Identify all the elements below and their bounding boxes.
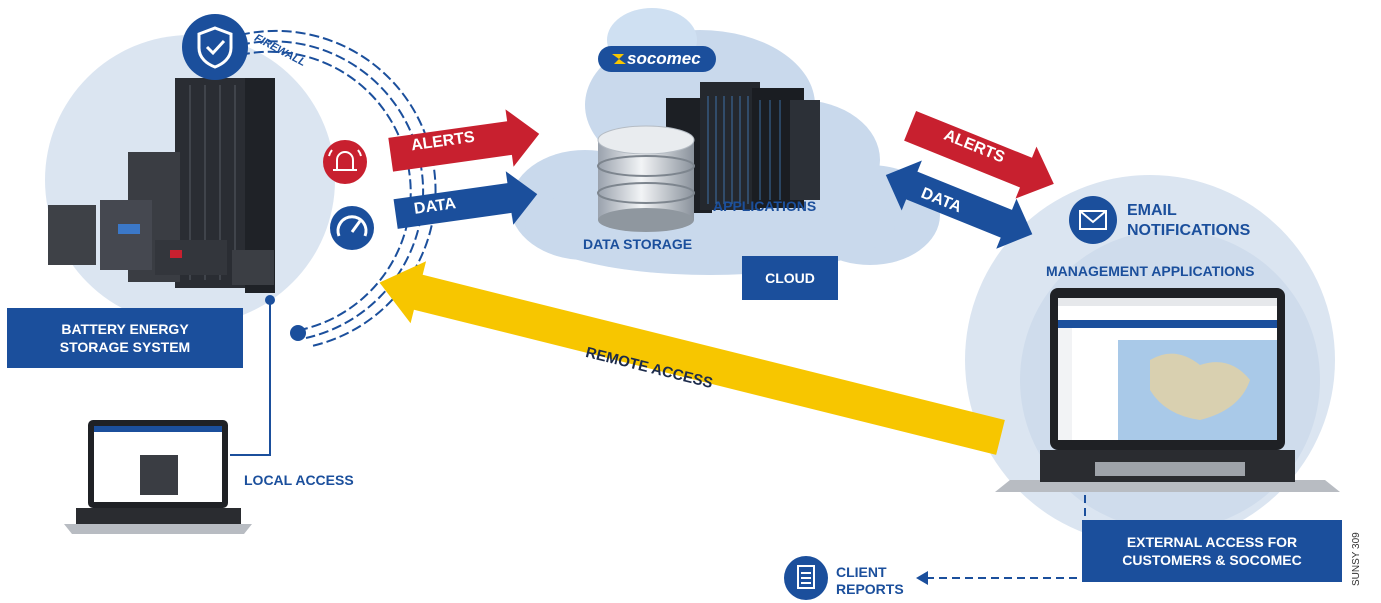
- client-reports-arrowhead: [916, 571, 928, 585]
- management-laptop: [995, 288, 1340, 492]
- external-access-box: EXTERNAL ACCESS FOR CUSTOMERS & SOCOMEC: [1082, 520, 1342, 582]
- client-reports-line2: REPORTS: [836, 581, 904, 597]
- external-access-line2: CUSTOMERS & SOCOMEC: [1122, 552, 1302, 568]
- bess-cabinets: [48, 78, 275, 293]
- data-arrow-left: [393, 171, 538, 229]
- remote-access-arrow: [379, 261, 1005, 455]
- firewall-end-dot: [290, 325, 306, 341]
- bess-label-box: BATTERY ENERGY STORAGE SYSTEM: [7, 308, 243, 368]
- local-laptop: [64, 420, 252, 534]
- client-reports-label: CLIENT REPORTS: [836, 564, 904, 598]
- database-cylinder: [597, 125, 695, 232]
- external-access-line1: EXTERNAL ACCESS FOR: [1126, 534, 1298, 550]
- alarm-bell-icon: [323, 140, 367, 184]
- speedometer-icon: [330, 206, 374, 250]
- socomec-logo: [598, 8, 716, 72]
- email-label-line1: EMAIL: [1127, 202, 1177, 219]
- data-arrow-right: [885, 160, 1033, 249]
- document-icon: [784, 556, 828, 600]
- socomec-brand-text: socomec: [627, 49, 701, 68]
- firewall-arcs: [239, 29, 437, 347]
- bess-label-line1: BATTERY ENERGY: [61, 321, 189, 337]
- local-access-node: [265, 295, 275, 305]
- shield-check-icon: [182, 14, 248, 80]
- applications-label: APPLICATIONS: [713, 198, 817, 214]
- reference-code: SUNSY 309: [1351, 532, 1362, 586]
- email-label-line2: NOTIFICATIONS: [1127, 222, 1251, 239]
- data-storage-label: DATA STORAGE: [583, 236, 693, 252]
- bess-label-line2: STORAGE SYSTEM: [59, 339, 191, 355]
- client-reports-line1: CLIENT: [836, 564, 887, 580]
- alerts-arrow-right: [904, 110, 1054, 199]
- local-access-label: LOCAL ACCESS: [244, 472, 354, 488]
- management-applications-label: MANAGEMENT APPLICATIONS: [1046, 263, 1255, 279]
- alerts-arrow-left: [388, 109, 540, 172]
- cloud-label-box: CLOUD: [742, 256, 838, 300]
- envelope-icon: [1069, 196, 1117, 244]
- email-label: EMAIL NOTIFICATIONS: [1127, 201, 1250, 241]
- local-access-line: [230, 300, 271, 456]
